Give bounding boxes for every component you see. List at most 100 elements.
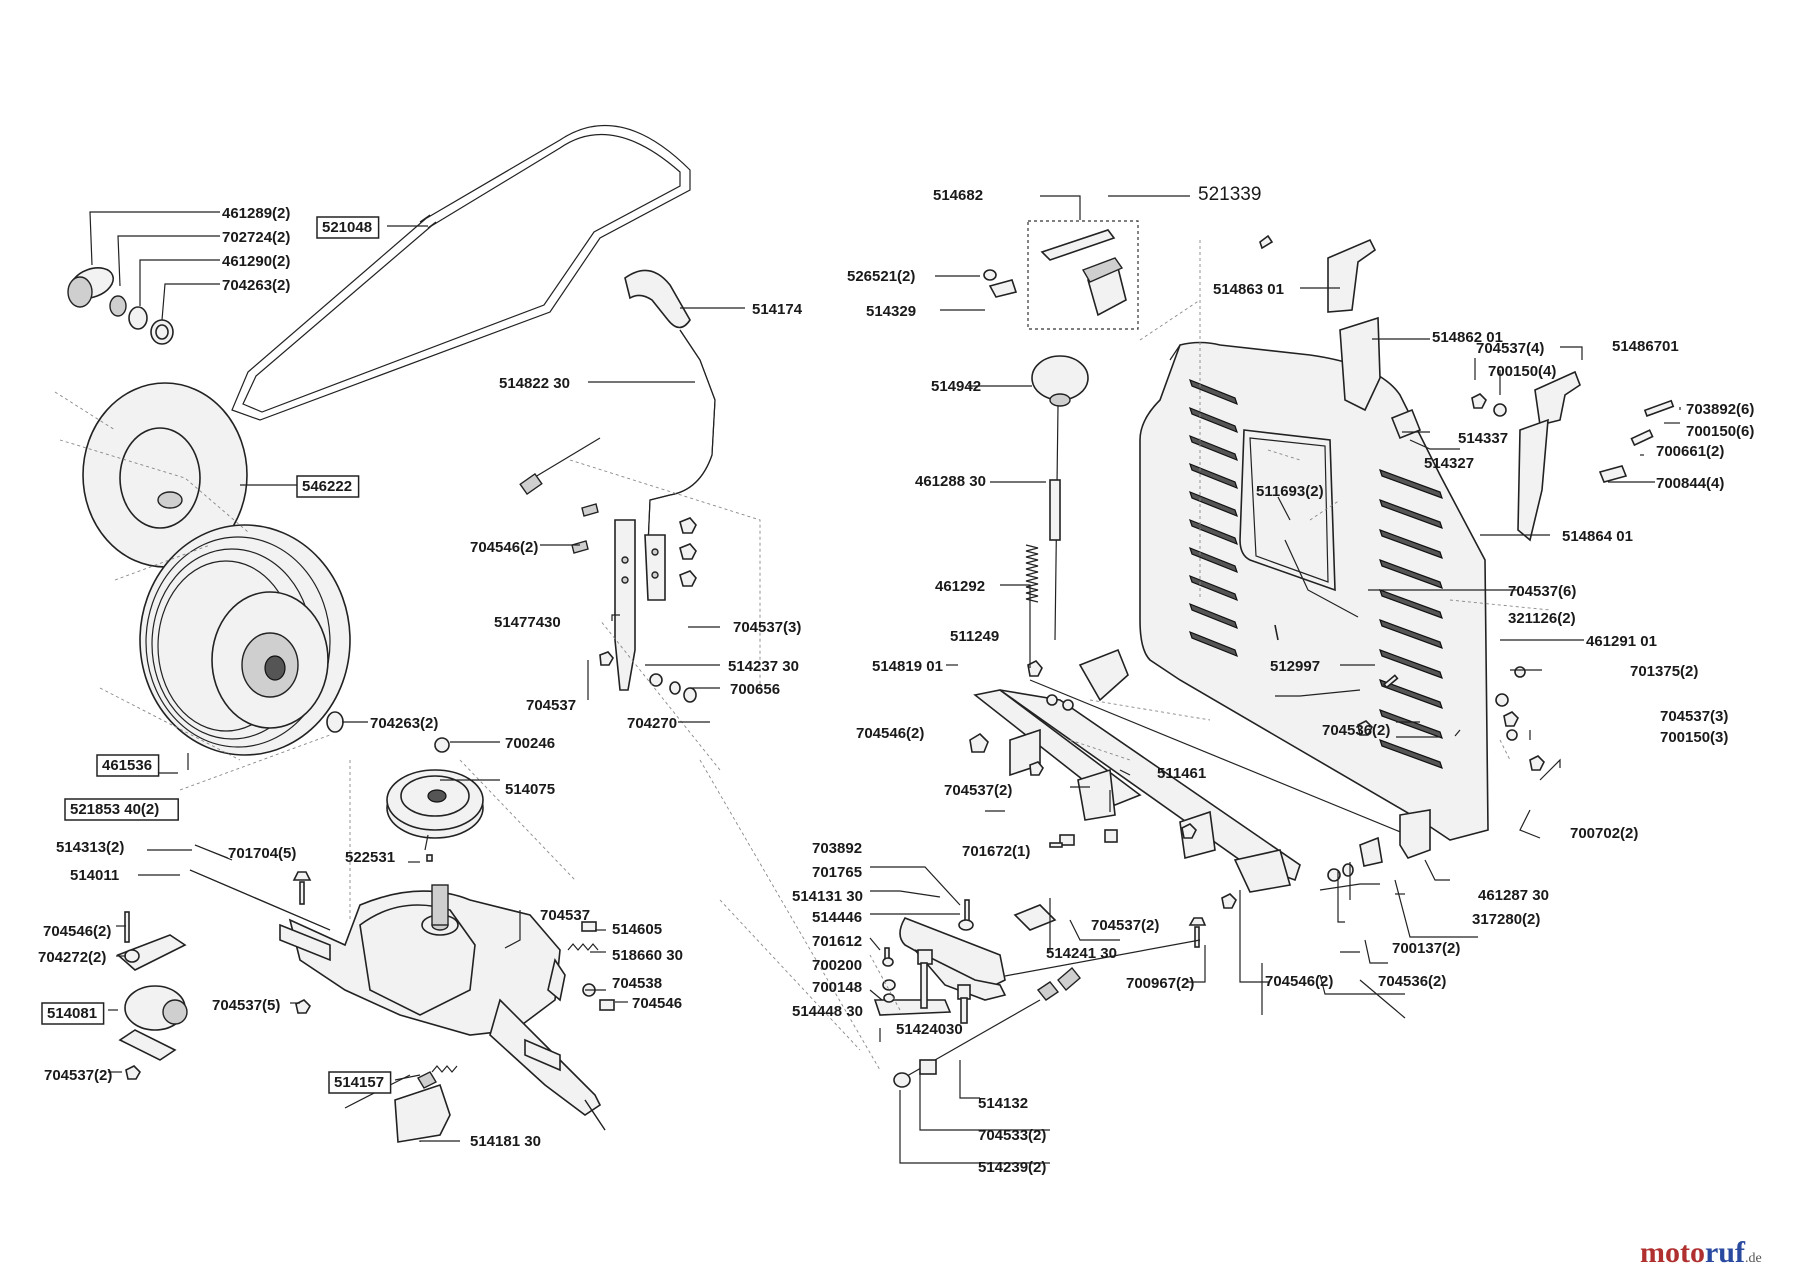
part-label-l33: 514081	[47, 1005, 97, 1022]
part-label-l58: 321126(2)	[1508, 610, 1576, 627]
part-label-box-l05	[316, 216, 380, 239]
seat-slot	[1379, 499, 1443, 529]
part-label-l43: 704537(4)	[1476, 340, 1544, 357]
part-label-l29: 704272(2)	[38, 949, 106, 966]
drive-belt	[231, 124, 691, 421]
part-label-l80: 514241 30	[1046, 945, 1117, 962]
seat-slot	[1189, 462, 1238, 490]
knob-514942	[1025, 355, 1089, 641]
part-label-l12: 514237 30	[728, 658, 799, 675]
part-label-l48: 514942	[931, 378, 981, 395]
wheel-461536	[139, 524, 351, 756]
part-label-l50: 700661(2)	[1656, 443, 1724, 460]
part-label-l14: 700656	[730, 681, 780, 698]
part-label-l35: 514157	[334, 1074, 384, 1091]
bearing-514081	[116, 911, 188, 1080]
key-522531	[426, 854, 433, 862]
part-label-l46: 703892(6)	[1686, 401, 1754, 418]
part-label-l07: 514822 30	[499, 375, 570, 392]
part-label-l69: 704537(2)	[944, 782, 1012, 799]
cable-bracket	[519, 437, 697, 703]
seat-slot	[1379, 529, 1443, 559]
brand-logo: motoruf.de	[1640, 1236, 1762, 1269]
part-label-box-l20	[64, 798, 179, 821]
tire-546222	[82, 382, 248, 568]
seat-slot	[1189, 518, 1238, 546]
part-label-l23: 522531	[345, 849, 395, 866]
transaxle	[189, 844, 606, 1131]
part-label-l41: 514863 01	[1213, 281, 1284, 298]
seat-slot	[1379, 679, 1443, 709]
seat-slot	[1379, 589, 1443, 619]
spring-461292	[1025, 544, 1039, 603]
part-label-l84: 700967(2)	[1126, 975, 1194, 992]
part-label-l65: 704536(2)	[1322, 722, 1390, 739]
part-label-l63: 701375(2)	[1630, 663, 1698, 680]
part-label-l61: 514819 01	[872, 658, 943, 675]
part-label-l51: 514327	[1424, 455, 1474, 472]
part-label-l18: 700246	[505, 735, 555, 752]
part-label-l36: 514181 30	[470, 1133, 541, 1150]
rod-514313	[194, 844, 229, 859]
part-label-l37: 514682	[933, 187, 983, 204]
part-label-l52: 461288 30	[915, 473, 986, 490]
part-label-l01: 461289(2)	[222, 205, 290, 222]
part-label-l08: 546222	[302, 478, 352, 495]
part-label-l90: 704533(2)	[978, 1127, 1046, 1144]
part-label-l27: 704546(2)	[43, 923, 111, 940]
part-label-l20: 521853 40(2)	[70, 801, 159, 818]
part-label-l55: 514864 01	[1562, 528, 1633, 545]
seat-slot	[1189, 630, 1238, 658]
part-labels: 461289(2)702724(2)461290(2)704263(2)5210…	[38, 184, 1754, 1176]
seat-slot	[1189, 490, 1238, 518]
part-label-l91: 514239(2)	[978, 1159, 1046, 1176]
part-label-l77: 704537(2)	[1091, 917, 1159, 934]
seat-slot	[1379, 649, 1443, 679]
part-label-l64: 704546(2)	[856, 725, 924, 742]
part-label-l09: 704546(2)	[470, 539, 538, 556]
part-label-l67: 700150(3)	[1660, 729, 1728, 746]
part-label-l71: 703892	[812, 840, 862, 857]
part-label-l05: 521048	[322, 219, 372, 236]
part-label-l81: 700200	[812, 957, 862, 974]
part-label-l87: 514448 30	[792, 1003, 863, 1020]
part-label-l34: 704537(2)	[44, 1067, 112, 1084]
spring-514157	[431, 1065, 458, 1073]
part-label-box-l17	[96, 754, 160, 777]
pulley-514075	[386, 737, 484, 839]
part-label-l82: 700137(2)	[1392, 940, 1460, 957]
bracket-514181	[344, 1071, 451, 1143]
part-label-l88: 51424030	[896, 1021, 963, 1038]
part-label-l16: 704263(2)	[370, 715, 438, 732]
part-label-box-l08	[296, 475, 360, 498]
part-label-l83: 700148	[812, 979, 862, 996]
part-label-l32: 704537(5)	[212, 997, 280, 1014]
seat-brackets	[1259, 234, 1675, 542]
part-label-l74: 514131 30	[792, 888, 863, 905]
seat-slots	[1189, 378, 1443, 769]
leader-lines	[89, 195, 1681, 1164]
part-label-l53: 700844(4)	[1656, 475, 1724, 492]
seat-slot	[1189, 546, 1238, 574]
part-label-l26: 514605	[612, 921, 662, 938]
seat-slot	[1189, 434, 1238, 462]
part-label-l49: 514337	[1458, 430, 1508, 447]
part-label-l06: 514174	[752, 301, 803, 318]
part-label-l28: 518660 30	[612, 947, 683, 964]
part-label-l86: 704536(2)	[1378, 973, 1446, 990]
part-label-l24: 514011	[70, 867, 119, 884]
part-label-l13: 704537	[526, 697, 576, 714]
part-label-l19: 514075	[505, 781, 555, 798]
seat-slot	[1379, 619, 1443, 649]
part-label-l70: 700702(2)	[1570, 825, 1638, 842]
part-label-l76: 514446	[812, 909, 862, 926]
part-label-box-l35	[328, 1071, 392, 1094]
frame-axle-514819	[969, 648, 1431, 909]
seat-slot	[1379, 469, 1443, 499]
part-label-l38: 521339	[1198, 184, 1261, 205]
part-label-l54: 511693(2)	[1256, 483, 1324, 500]
part-label-l30: 704538	[612, 975, 662, 992]
seat-slot	[1189, 406, 1238, 434]
